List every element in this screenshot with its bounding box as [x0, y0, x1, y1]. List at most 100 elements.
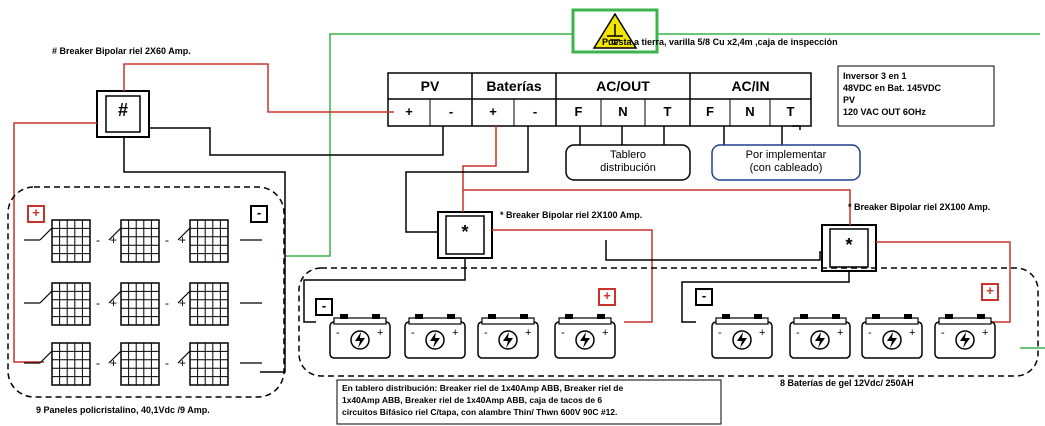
ground-box [571, 8, 659, 54]
solar-panel: -+ [39, 219, 117, 263]
panel-minus: - [165, 233, 169, 247]
battery-cell: -+ [789, 314, 851, 359]
inverter-info-4: 120 VAC OUT 6OHz [843, 107, 926, 117]
battery-cell: -+ [329, 314, 391, 359]
panels-caption: 9 Paneles policristalino, 40,1Vdc /9 Amp… [36, 405, 210, 415]
inverter-info-box [837, 65, 995, 127]
batteries-caption: 8 Baterías de gel 12Vdc/ 250AH [780, 378, 914, 388]
bank2-plus-box [981, 283, 999, 301]
note-line-2: 1x40Amp ABB, Breaker riel de 1x40Amp ABB… [342, 395, 603, 405]
terminal-in-t: T [786, 104, 795, 119]
terminal-out-t: T [663, 104, 672, 119]
pv-breaker-label: # Breaker Bipolar riel 2X60 Amp. [52, 46, 191, 56]
panel-minus: - [165, 356, 169, 370]
solar-panel: -+ [39, 342, 117, 386]
battery-minus: - [336, 327, 340, 339]
panel-plus: + [179, 296, 186, 310]
tablero-box [565, 144, 691, 181]
battery-bank-group [298, 267, 1039, 377]
bank2-minus: - [701, 288, 707, 303]
battery-breaker-1 [437, 211, 493, 259]
header-ac-out: AC/OUT [596, 78, 650, 94]
battery-breaker-2-symbol: * [845, 235, 853, 255]
panel-minus: - [96, 296, 100, 310]
note-line-1: En tablero distribución: Breaker riel de… [342, 383, 624, 393]
terminal-pv-minus: - [448, 104, 454, 119]
ground-warning-icon [592, 12, 638, 49]
battery-plus: + [602, 327, 608, 339]
note-box [336, 379, 722, 425]
battery-minus: - [484, 327, 488, 339]
bank1-plus: + [603, 288, 611, 303]
battery-plus: + [982, 327, 988, 339]
battery-minus: - [561, 327, 565, 339]
bank2-plus: + [986, 283, 994, 298]
solar-panel: -+ [108, 219, 186, 263]
inverter-info-3: PV [843, 95, 856, 105]
ground-wires [285, 33, 1045, 349]
header-ac-in: AC/IN [731, 78, 770, 94]
solar-array-group [7, 186, 285, 398]
panel-plus: + [110, 356, 117, 370]
battery-cell: -+ [404, 314, 466, 359]
terminal-in-f: F [706, 104, 714, 119]
battery-breaker-1-label: * Breaker Bipolar riel 2X100 Amp. [500, 210, 643, 220]
array-minus-box [250, 205, 268, 223]
panel-plus: + [110, 233, 117, 247]
terminal-bat-minus: - [532, 104, 538, 119]
bank1-plus-box [598, 288, 616, 306]
panel-minus: - [96, 233, 100, 247]
pv-breaker-symbol: # [117, 100, 128, 120]
ground-label: Puesta a tierra, varilla 5/8 Cu x2,4m ,c… [602, 37, 838, 47]
terminal-out-n: N [618, 104, 628, 119]
battery-breaker-2-label: * Breaker Bipolar riel 2X100 Amp. [848, 202, 991, 212]
battery-cell: -+ [711, 314, 773, 359]
solar-panel: -+ [39, 282, 117, 326]
solar-panel [177, 219, 229, 263]
battery-plus: + [377, 327, 383, 339]
panel-plus: + [179, 233, 186, 247]
inverter-terminal-table [387, 72, 812, 127]
battery-cell: -+ [861, 314, 923, 359]
battery-plus: + [452, 327, 458, 339]
battery-cell: -+ [554, 314, 616, 359]
panel-minus: - [96, 356, 100, 370]
panel-minus: - [165, 296, 169, 310]
terminal-bat-plus: + [489, 104, 497, 119]
implementar-box [711, 144, 861, 181]
battery-plus: + [525, 327, 531, 339]
bank2-minus-box [695, 288, 713, 306]
solar-panel: -+ [108, 342, 186, 386]
inverter-info-2: 48VDC en Bat. 145VDC [843, 83, 942, 93]
implementar-label: Por implementar(con cableado) [745, 149, 827, 174]
battery-plus: + [909, 327, 915, 339]
solar-panel [177, 342, 229, 386]
battery-plus: + [837, 327, 843, 339]
red-wires [13, 63, 1011, 363]
solar-panel: -+ [108, 282, 186, 326]
black-wires [123, 125, 850, 373]
panel-plus: + [110, 296, 117, 310]
terminal-pv-plus: + [405, 104, 413, 119]
solar-panel [177, 282, 229, 326]
header-pv: PV [420, 78, 440, 94]
array-plus: + [32, 205, 40, 220]
header-baterias: Baterías [486, 78, 542, 94]
battery-cells: -+-+-+-+-+-+-+-+ [329, 314, 996, 359]
battery-cell: -+ [477, 314, 539, 359]
battery-plus: + [759, 327, 765, 339]
solar-panels: -+-+-+-+-+-+ [24, 219, 262, 386]
battery-cell: -+ [934, 314, 996, 359]
bank1-minus: - [321, 298, 327, 313]
note-line-3: circuitos Bifásico riel C/tapa, con alam… [342, 407, 618, 417]
inverter-info-1: Inversor 3 en 1 [843, 71, 907, 81]
array-plus-box [27, 205, 45, 223]
battery-minus: - [941, 327, 945, 339]
array-minus: - [256, 205, 262, 220]
battery-minus: - [796, 327, 800, 339]
terminal-in-n: N [745, 104, 755, 119]
battery-breaker-2 [821, 224, 877, 272]
bank1-minus-box [315, 298, 333, 316]
